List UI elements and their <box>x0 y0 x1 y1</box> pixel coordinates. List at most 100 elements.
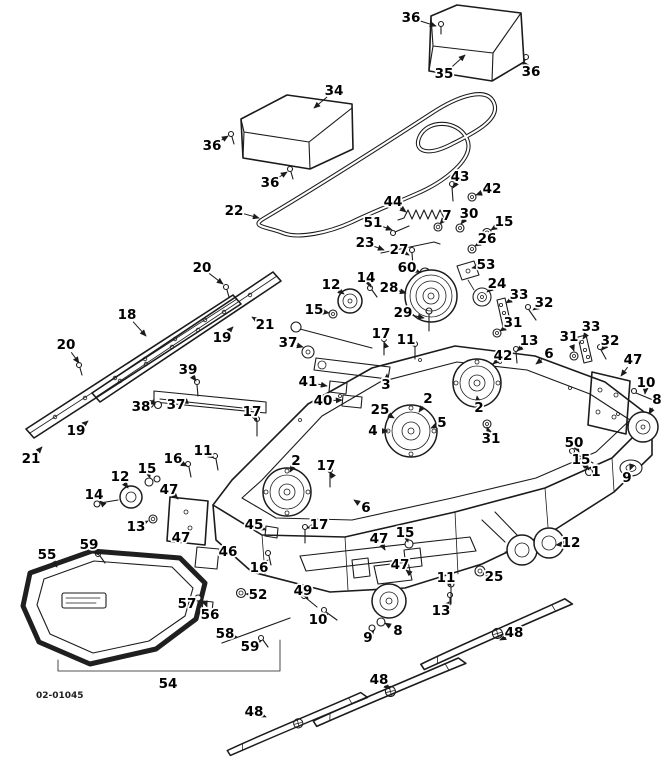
leader-line <box>523 61 531 69</box>
callout-label: 1 <box>591 464 600 480</box>
leader-line <box>331 397 343 404</box>
blade <box>312 657 467 728</box>
leader-line <box>373 245 385 251</box>
leader-line <box>471 263 479 270</box>
leader-line <box>555 541 563 548</box>
leader-line <box>450 54 466 69</box>
leader-line <box>277 171 288 179</box>
callout-label: 52 <box>249 587 268 603</box>
callout-label: 40 <box>314 393 333 409</box>
belt-cover-left <box>227 94 354 180</box>
blade <box>226 691 369 757</box>
leader-line <box>620 366 628 377</box>
callout-label: 27 <box>390 242 409 258</box>
callout-label: 3 <box>381 377 390 393</box>
leader-line <box>405 569 413 577</box>
callout-label: 32 <box>601 333 620 349</box>
leader-line <box>381 225 393 231</box>
leader-line <box>486 285 494 293</box>
leader-line <box>226 326 234 334</box>
callout-label: 6 <box>361 500 370 516</box>
leader-line <box>419 20 437 27</box>
leader-line <box>219 135 229 142</box>
leader-line <box>230 632 238 639</box>
callout-label: 39 <box>179 362 198 378</box>
leader-line <box>329 471 336 479</box>
deflector-rails <box>25 271 282 439</box>
callout-label: 14 <box>357 270 376 286</box>
callout-label: 12 <box>562 535 581 551</box>
deflector-hardware <box>194 587 291 648</box>
hardware-cluster-top <box>380 180 607 372</box>
callout-label: 35 <box>435 66 454 82</box>
callout-label: 11 <box>397 332 416 348</box>
leader-line <box>183 530 191 538</box>
callout-label: 48 <box>505 625 524 641</box>
leader-line <box>475 190 484 196</box>
callout-label: 37 <box>279 335 298 351</box>
callout-label: 48 <box>370 672 389 688</box>
leader-line <box>254 640 262 647</box>
callout-label: 36 <box>261 175 280 191</box>
leader-line <box>316 381 328 388</box>
callout-label: 2 <box>423 391 432 407</box>
leader-line <box>505 297 513 304</box>
callout-label: 42 <box>483 181 502 197</box>
leader-line <box>251 316 259 323</box>
leader-line <box>180 460 188 467</box>
callout-label: 31 <box>560 329 579 345</box>
callout-label: 20 <box>57 337 76 353</box>
leader-line <box>580 462 589 469</box>
leader-line <box>50 560 58 568</box>
callout-label: 26 <box>478 231 497 247</box>
callout-label: 22 <box>225 203 244 219</box>
leader-line <box>337 288 345 295</box>
leader-line <box>397 288 407 295</box>
callout-label: 10 <box>309 612 328 628</box>
leader-line <box>399 205 407 213</box>
leader-line <box>365 280 372 288</box>
callout-label: 47 <box>391 557 410 573</box>
leader-line <box>296 342 304 349</box>
leader-line <box>418 405 425 413</box>
callout-label: 31 <box>482 431 501 447</box>
leader-line <box>259 524 267 531</box>
callout-label: 6 <box>544 346 553 362</box>
callout-label: 33 <box>582 319 601 335</box>
leader-line <box>259 711 267 718</box>
callout-label: 37 <box>167 397 186 413</box>
callout-label: 21 <box>256 317 275 333</box>
leader-line <box>569 344 575 352</box>
callout-label: 47 <box>624 352 643 368</box>
leader-line <box>322 308 330 315</box>
callout-label: 36 <box>402 10 421 26</box>
leader-line <box>70 352 80 364</box>
pulley-group-top <box>328 269 458 332</box>
callout-label: 43 <box>451 169 470 185</box>
leader-line <box>486 426 492 434</box>
leader-line <box>439 217 447 225</box>
callout-label: 59 <box>80 537 99 553</box>
callout-label: 47 <box>172 530 191 546</box>
callout-label: 58 <box>216 626 235 642</box>
callout-label: 38 <box>132 399 151 415</box>
drive-belt <box>256 92 498 238</box>
callout-label: 7 <box>442 208 451 224</box>
callout-label: 8 <box>652 392 661 408</box>
callout-label: 33 <box>510 287 529 303</box>
leader-line <box>383 682 391 690</box>
callout-label: 19 <box>213 330 232 346</box>
callout-label: 12 <box>111 469 130 485</box>
leader-line <box>92 548 100 556</box>
callout-label: 36 <box>203 138 222 154</box>
leader-line <box>313 96 328 109</box>
callout-label: 49 <box>294 583 313 599</box>
callout-label: 13 <box>127 519 146 535</box>
callout-label: 21 <box>22 451 41 467</box>
callout-leaders <box>35 20 655 718</box>
callout-label: 24 <box>488 276 507 292</box>
callout-label: 17 <box>372 326 391 342</box>
callout-label: 5 <box>437 415 446 431</box>
leader-line <box>535 357 543 365</box>
